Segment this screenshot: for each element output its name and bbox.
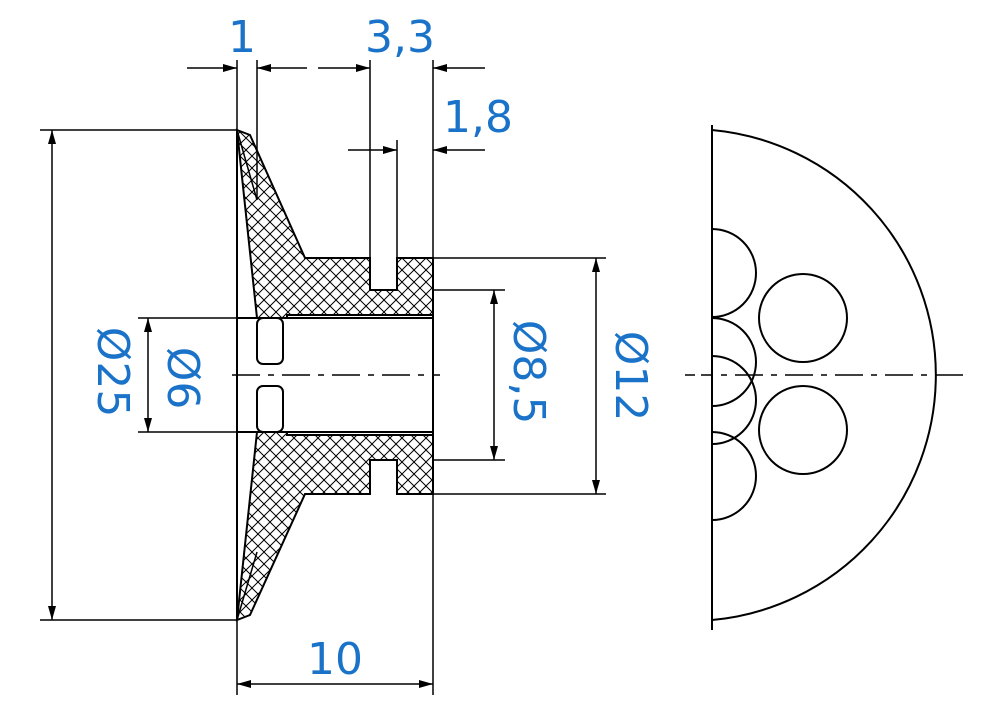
suction-hole-5 — [758, 385, 848, 475]
dim-text-stem-diameter: Ø12 — [605, 331, 656, 422]
orifice-pad-upper — [256, 317, 284, 365]
lower-hatched-section — [235, 431, 434, 622]
dim-text-groove-width: 1,8 — [443, 92, 513, 143]
dim-text-overall-length: 10 — [307, 634, 363, 685]
section-view — [232, 128, 440, 622]
dim-text-bore-diameter: Ø6 — [157, 347, 208, 410]
flange-lip-lower — [236, 551, 258, 621]
suction-hole-4 — [758, 273, 848, 363]
dimension-lines — [40, 60, 606, 695]
flange-lip-upper — [236, 129, 258, 201]
dim-text-outer-diameter: Ø25 — [87, 327, 138, 418]
end-view-mask — [660, 200, 711, 540]
dim-text-groove-offset: 3,3 — [365, 12, 435, 63]
orifice-pad-lower — [256, 385, 284, 433]
upper-hatched-section — [235, 128, 434, 319]
end-view — [667, 125, 970, 630]
dim-text-groove-diameter: Ø8,5 — [503, 320, 554, 425]
dim-text-flange-thickness: 1 — [228, 12, 256, 63]
